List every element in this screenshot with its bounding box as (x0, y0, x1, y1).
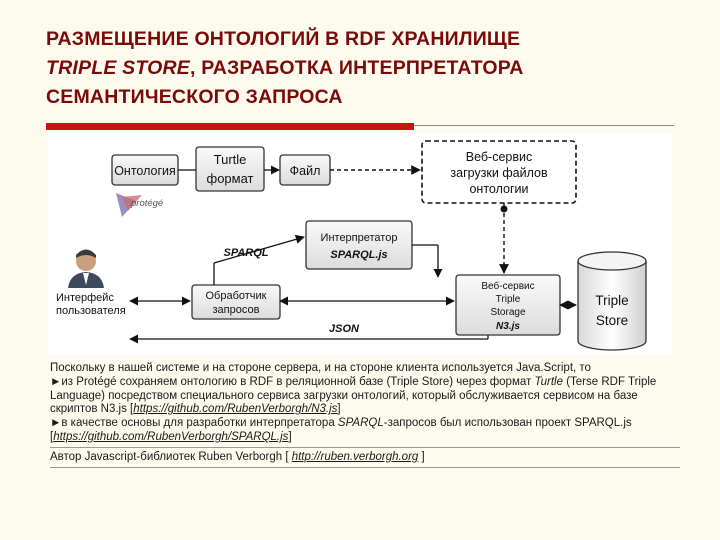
turtle-format-box (195, 146, 265, 192)
paragraph-sparql: ►в качестве основы для разработки интерп… (50, 417, 680, 445)
sparql-arrow (213, 234, 305, 264)
db-label-2: Store (596, 313, 628, 328)
p2-text-a: ►из Protégé сохраняем онтологию в RDF в … (50, 375, 535, 388)
title-accent-bar (46, 123, 414, 130)
architecture-diagram: Онтология Turtle формат protégé Файл Веб… (48, 133, 672, 355)
title-rule (414, 125, 674, 126)
p2-text-end: ] (337, 403, 341, 416)
p2-text-b: (Terse RDF Triple Language) посредством … (50, 375, 657, 416)
protege-logo: protégé (116, 193, 163, 217)
p3-text-b: -запросов был использован проект SPARQL.… (50, 417, 632, 443)
upload-junction-dot (500, 205, 508, 213)
ontology-label: Онтология (114, 164, 176, 178)
storage-label-1: Веб-сервис (481, 280, 534, 292)
web-upload-label-1: Веб-сервис (466, 150, 533, 164)
handler-label-1: Обработчик (206, 290, 267, 302)
paragraph-intro: Поскольку в нашей системе и на стороне с… (50, 362, 591, 374)
triple-store-database (577, 251, 647, 351)
turtle-label-2: формат (207, 171, 254, 186)
sparqljs-link[interactable]: https://github.com/RubenVerborgh/SPARQL.… (53, 430, 289, 443)
storage-label-3: Storage (490, 307, 525, 318)
verborgh-link[interactable]: http://ruben.verborgh.org (291, 450, 419, 463)
bottom-divider (50, 466, 680, 468)
json-label: JSON (329, 323, 360, 335)
title-line-2-rest: , РАЗРАБОТКА ИНТЕРПРЕТАТОРА (189, 57, 524, 79)
p3-sparql: SPARQL (337, 417, 384, 430)
title-line-1: РАЗМЕЩЕНИЕ ОНТОЛОГИЙ В RDF ХРАНИЛИЩЕ (46, 28, 521, 50)
storage-label-2: Triple (496, 294, 521, 305)
web-upload-label-2: загрузки файлов (450, 166, 548, 180)
title-triple-store: TRIPLE STORE (46, 57, 190, 79)
p4-text-end: ] (418, 450, 425, 463)
n3js-link[interactable]: https://github.com/RubenVerborgh/N3.js (133, 403, 338, 416)
description-text: Поскольку в нашей системе и на стороне с… (50, 362, 680, 471)
web-upload-service-box (421, 140, 577, 204)
storage-label-4: N3.js (496, 321, 520, 332)
paragraph-author: Автор Javascript-библиотек Ruben Verborg… (50, 451, 680, 465)
ui-label-2: пользователя (56, 305, 126, 317)
interpreter-label-1: Интерпретатор (321, 232, 398, 244)
db-label-1: Triple (595, 293, 628, 308)
p2-turtle: Turtle (534, 375, 564, 388)
paragraph-protege: ►из Protégé сохраняем онтологию в RDF в … (50, 376, 680, 417)
ui-label-1: Интерфейс (56, 292, 114, 304)
file-label: Файл (290, 164, 321, 178)
p3-text-a: ►в качестве основы для разработки интерп… (50, 417, 338, 430)
handler-label-2: запросов (213, 304, 260, 316)
p4-text-a: Автор Javascript-библиотек Ruben Verborg… (50, 450, 292, 463)
title-line-3: СЕМАНТИЧЕСКОГО ЗАПРОСА (46, 86, 343, 108)
protege-text: protégé (130, 198, 163, 209)
interpreter-box (305, 220, 413, 270)
web-upload-label-3: онтологии (469, 182, 528, 196)
interpreter-label-2: SPARQL.js (330, 249, 387, 261)
user-icon (68, 249, 104, 288)
divider (50, 446, 680, 448)
turtle-label-1: Turtle (214, 152, 247, 167)
slide-title: РАЗМЕЩЕНИЕ ОНТОЛОГИЙ В RDF ХРАНИЛИЩЕ TRI… (46, 25, 686, 112)
p3-text-end: ] (288, 430, 292, 443)
title-line-2: TRIPLE STORE, РАЗРАБОТКА ИНТЕРПРЕТАТОРА (46, 54, 686, 83)
